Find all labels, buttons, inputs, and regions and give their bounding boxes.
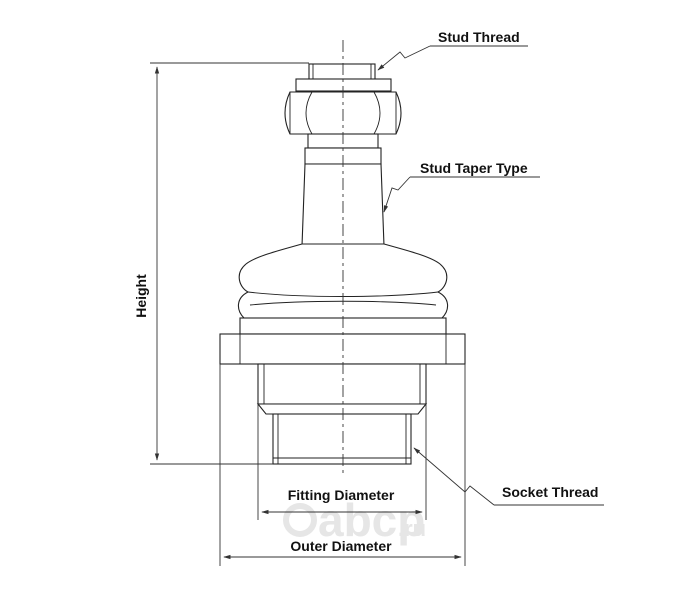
fitting-diameter-dimension: Fitting Diameter [257,404,427,520]
stud-taper-callout: Stud Taper Type [383,160,540,213]
stud-thread-callout: Stud Thread [377,29,528,71]
stud-thread-label: Stud Thread [438,29,520,45]
watermark-tld: .ru [398,516,426,541]
housing-body [257,363,427,405]
socket-thread-label: Socket Thread [502,484,598,500]
stud-thread-part [308,63,376,81]
outer-diameter-label: Outer Diameter [290,538,392,554]
washer [295,78,392,92]
housing-flange [219,333,466,365]
height-dimension: Height [133,62,309,465]
height-label: Height [133,274,149,318]
watermark-logo: abcp .ru [283,494,426,546]
watermark-brand: abcp [318,494,425,546]
housing-chamfer [256,403,428,415]
fitting-diameter-label: Fitting Diameter [288,487,395,503]
socket-thread-callout: Socket Thread [413,447,604,506]
socket-thread-part [272,413,412,465]
ball-joint-drawing [219,40,466,475]
stud-taper-type-label: Stud Taper Type [420,160,528,176]
outer-diameter-dimension: Outer Diameter [219,364,466,566]
